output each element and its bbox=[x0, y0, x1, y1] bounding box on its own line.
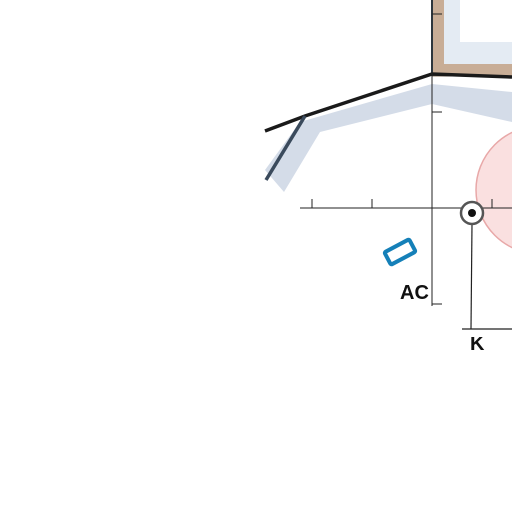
rectangle-tag-icon[interactable] bbox=[382, 237, 418, 267]
marker-leader-vertical bbox=[470, 223, 473, 330]
target-point-dot bbox=[468, 209, 476, 217]
window-inner bbox=[460, 0, 512, 42]
roof-edge-line bbox=[264, 115, 307, 181]
label-ac-clip bbox=[398, 278, 404, 290]
roof-shadow bbox=[265, 84, 512, 192]
label-k: K bbox=[470, 333, 485, 355]
roof-top-line bbox=[264, 72, 512, 133]
coordinate-axes bbox=[300, 0, 512, 306]
window-frame bbox=[431, 0, 512, 77]
label-ac: AC bbox=[400, 282, 429, 304]
tag-outline bbox=[382, 237, 418, 267]
label-k-clip bbox=[466, 331, 506, 337]
marker-point[interactable] bbox=[459, 200, 512, 330]
pink-circle bbox=[475, 131, 512, 249]
